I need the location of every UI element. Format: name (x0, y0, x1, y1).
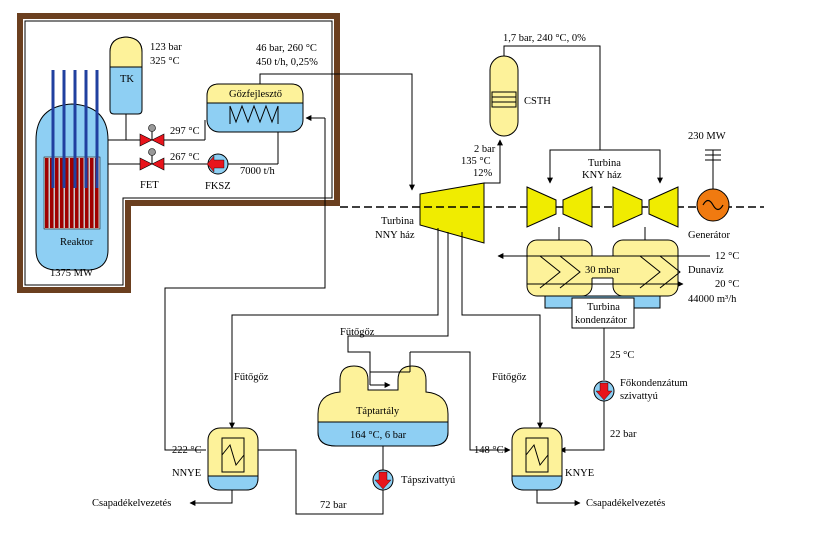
hp-exhaust-pipe (484, 139, 503, 184)
reactor-label: Reaktor (60, 237, 94, 248)
hp-heater-temp: 222 °C (172, 445, 202, 456)
feedwater-pump-label: Tápszivattyú (401, 475, 456, 486)
feedwater-return-pipe (164, 118, 326, 451)
csth-label: CSTH (524, 96, 551, 107)
condenser-pressure: 30 mbar (585, 265, 620, 276)
cooling-flow: 44000 m³/h (688, 294, 737, 305)
knye-drain (536, 490, 581, 506)
condensate-pressure: 22 bar (610, 429, 637, 440)
condenser: Turbina kondenzátor 30 mbar (526, 239, 681, 329)
extraction-to-tank (347, 232, 449, 385)
generator (696, 188, 730, 222)
condensate-pump-label-2: szivattyú (620, 391, 659, 402)
condenser-label-2: kondenzátor (575, 315, 627, 326)
feedwater-pump (372, 469, 394, 491)
condensate-pump-label-1: Főkondenzátum (620, 378, 688, 389)
lp-feedwater-heater (511, 427, 563, 491)
fuel-rod (95, 158, 99, 228)
extraction-to-nnye (229, 228, 439, 429)
steam-generator: Gőzfejlesztő (206, 83, 304, 133)
moisture-separator-reheater (489, 55, 519, 137)
feedwater-tank-label: Táptartály (356, 406, 400, 417)
fuel-rod (90, 158, 94, 228)
pressurizer-pressure: 123 bar (150, 42, 182, 53)
fet-label: FET (140, 180, 159, 191)
feedwater-tank: Táptartály 164 °C, 6 bar (317, 365, 449, 447)
cooling-in-temp: 12 °C (715, 251, 739, 262)
hp-turbine-label-2: NNY ház (375, 230, 415, 241)
drain-left: Csapadékelvezetés (92, 498, 171, 509)
csth-inlet-temp: 135 °C (461, 156, 491, 167)
hp-turbine (419, 182, 485, 244)
pressurizer: TK (109, 36, 143, 115)
condenser-label-1: Turbina (587, 302, 620, 313)
csth-outlet-pipe (503, 45, 601, 184)
hp-feedwater-heater (207, 427, 259, 491)
csth-exit-params: 1,7 bar, 240 °C, 0% (503, 33, 586, 44)
drain-right: Csapadékelvezetés (586, 498, 665, 509)
reactor-vessel: Reaktor (35, 70, 109, 271)
fuel-rod (45, 158, 49, 228)
heating-steam-left: Fűtőgőz (234, 372, 269, 383)
pressurizer-temp: 325 °C (150, 56, 180, 67)
fksz-label: FKSZ (205, 181, 231, 192)
lp-turbine-2 (612, 186, 679, 228)
nnye-drain (189, 490, 233, 506)
cold-leg-valve (139, 148, 165, 171)
steam-params-1: 46 bar, 260 °C (256, 43, 317, 54)
heating-steam-right: Fűtőgőz (492, 372, 527, 383)
lp-heater-label: KNYE (565, 468, 594, 479)
lp-heater-temp: 148 °C (474, 445, 504, 456)
generator-label: Generátor (688, 230, 730, 241)
feedwater-pump-discharge (258, 449, 384, 515)
hp-turbine-label-1: Turbina (381, 216, 414, 227)
control-rods (51, 70, 99, 188)
fuel-rod (75, 158, 79, 228)
cold-leg-temp: 267 °C (170, 152, 200, 163)
grid-connection-icon (705, 149, 721, 161)
primary-flow: 7000 t/h (240, 166, 275, 177)
feedwater-pump-pressure: 72 bar (320, 500, 347, 511)
hot-leg-valve (139, 124, 165, 147)
fuel-rod (60, 158, 64, 228)
fuel-rod (70, 158, 74, 228)
fuel-rod (80, 158, 84, 228)
csth-inlet-pressure: 2 bar (474, 144, 496, 155)
hp-heater-label: NNYE (172, 468, 201, 479)
lp-turbine-1 (526, 186, 593, 228)
lp-turbine-label-2: KNY ház (582, 170, 622, 181)
fuel-rod (50, 158, 54, 228)
cooling-source: Dunavíz (688, 265, 724, 276)
reactor-power: 1375 MW (50, 268, 93, 279)
knye-to-tank-pipe (410, 351, 511, 453)
feedwater-tank-params: 164 °C, 6 bar (350, 430, 407, 441)
hot-leg-temp: 297 °C (170, 126, 200, 137)
generator-power: 230 MW (688, 131, 726, 142)
heating-steam-center: Fűtőgőz (340, 327, 375, 338)
steam-generator-label: Gőzfejlesztő (229, 89, 282, 100)
condensate-pump (593, 380, 615, 402)
lp-turbine-label-1: Turbina (588, 158, 621, 169)
csth-inlet-moisture: 12% (473, 168, 493, 179)
fuel-rod (65, 158, 69, 228)
steam-params-2: 450 t/h, 0,25% (256, 57, 318, 68)
fuel-rod (85, 158, 89, 228)
cooling-out-temp: 20 °C (715, 279, 739, 290)
main-circulation-pump (206, 153, 229, 175)
main-steam-line (259, 73, 415, 191)
fuel-rod (55, 158, 59, 228)
tk-label: TK (120, 74, 134, 85)
extraction-to-knye (461, 232, 543, 429)
condensate-temp: 25 °C (610, 350, 634, 361)
containment-wall (17, 13, 340, 293)
